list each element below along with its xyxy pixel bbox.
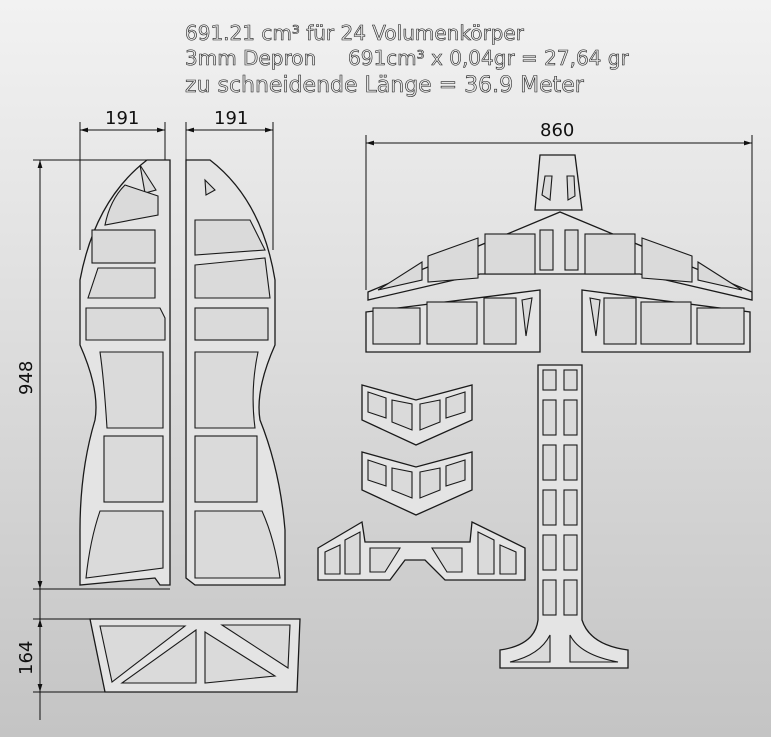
svg-text:191: 191 bbox=[105, 108, 139, 129]
tail-chevron-2 bbox=[361, 451, 473, 516]
weight-text: 691cm³ x 0,04gr = 27,64 gr bbox=[348, 46, 629, 70]
svg-text:164: 164 bbox=[16, 641, 37, 675]
wing-top bbox=[367, 211, 753, 301]
dimension-height: 948 bbox=[16, 159, 170, 590]
fuselage-side-right bbox=[185, 159, 286, 586]
dimension-left-width: 191 bbox=[79, 108, 166, 250]
volume-text: 691.21 cm³ für 24 Volumenkörper bbox=[185, 21, 525, 45]
fuselage-bottom bbox=[89, 618, 301, 693]
material-text: 3mm Depron bbox=[185, 46, 316, 70]
tail-chevron-1 bbox=[361, 384, 473, 446]
vertical-fin-piece bbox=[499, 364, 629, 669]
wing-bottom-left bbox=[365, 289, 541, 353]
canopy-piece bbox=[534, 154, 583, 211]
svg-text:191: 191 bbox=[214, 108, 248, 129]
dimension-right-width: 191 bbox=[185, 108, 274, 250]
fuselage-side-left bbox=[79, 159, 171, 586]
svg-text:948: 948 bbox=[16, 361, 37, 395]
cut-length-text: zu schneidende Länge = 36.9 Meter bbox=[185, 73, 585, 98]
svg-text:860: 860 bbox=[540, 120, 574, 141]
wing-bottom-right bbox=[581, 289, 751, 353]
dimension-wing-span: 860 bbox=[365, 120, 753, 295]
dimension-bottom-height: 164 bbox=[16, 589, 110, 720]
elevator-piece bbox=[317, 520, 526, 581]
